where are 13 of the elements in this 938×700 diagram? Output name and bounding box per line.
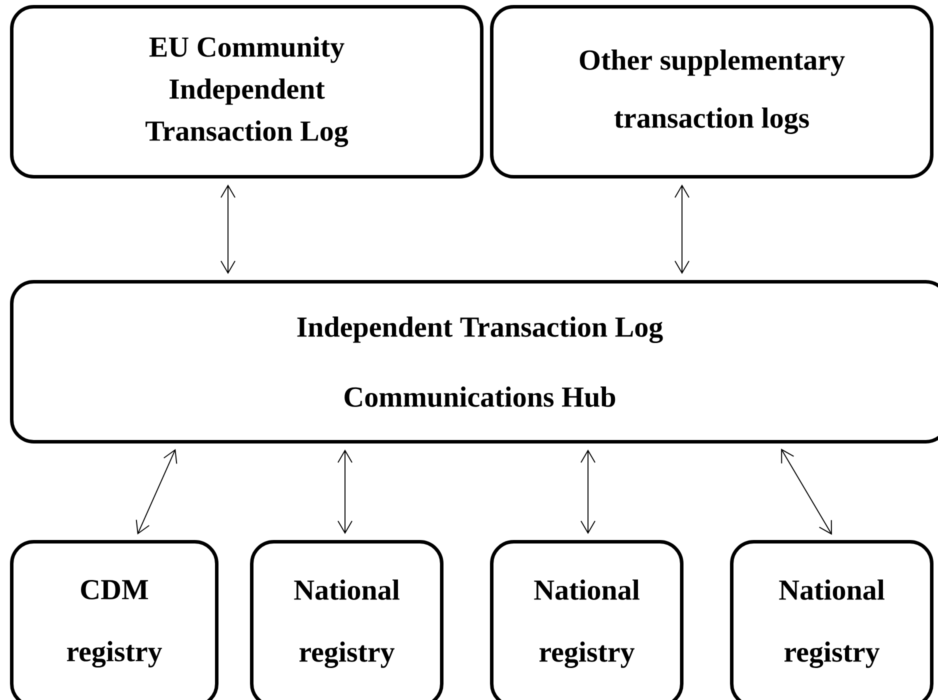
arrow [781,448,832,535]
registry-box: National registry [250,540,444,700]
arrow [220,184,236,274]
arrow [580,450,596,534]
hub-box: Independent Transaction Log Communications Hub [10,280,938,444]
registry-box: CDM registry [10,540,218,700]
log-box: Other supplementary transaction logs [490,5,934,178]
arrow [136,448,178,535]
registry-box: National registry [730,540,934,700]
arrow [674,184,690,274]
log-box: EU Community Independent Transaction Log [10,5,484,178]
arrow [338,450,352,534]
registry-box: National registry [490,540,684,700]
